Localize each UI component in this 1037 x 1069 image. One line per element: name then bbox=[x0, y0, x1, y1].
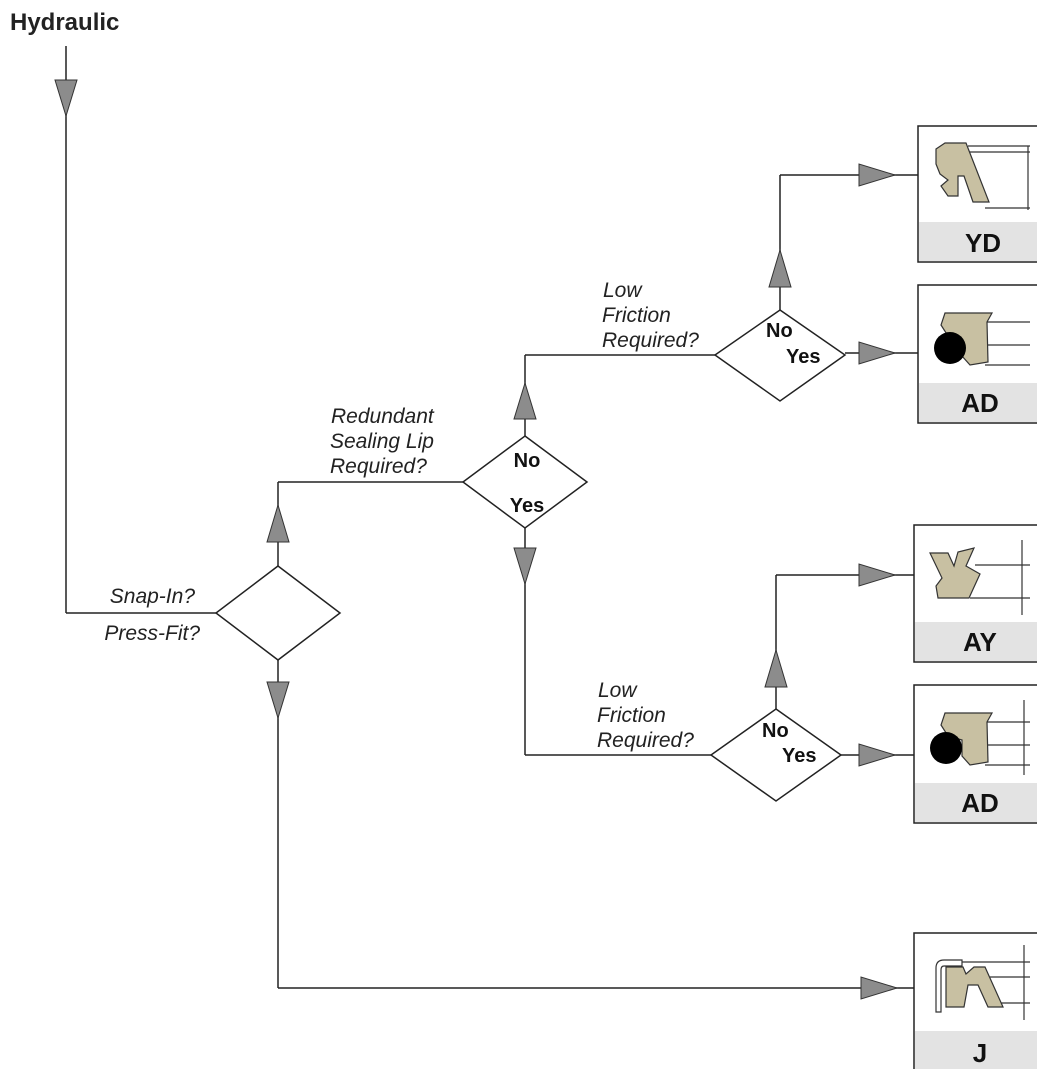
decision-redundant-lip: No Yes Redundant Sealing Lip Required? bbox=[330, 405, 589, 529]
arrow-right bbox=[858, 743, 897, 767]
answer-no: No bbox=[762, 720, 789, 742]
seal-case-icon bbox=[935, 959, 963, 1013]
arrow-right bbox=[860, 976, 899, 1000]
seal-profile-icon bbox=[945, 966, 1004, 1008]
answer-no: No bbox=[514, 450, 541, 472]
product-label: YD bbox=[965, 228, 1001, 258]
product-label: J bbox=[973, 1038, 987, 1068]
question-line: Friction bbox=[602, 304, 671, 327]
question-press-fit: Press-Fit? bbox=[104, 622, 200, 645]
arrow-up bbox=[266, 503, 290, 543]
question-line: Friction bbox=[597, 704, 666, 727]
product-ad-upper: AD bbox=[917, 284, 1037, 424]
seal-profile-icon bbox=[935, 142, 990, 203]
decision-friction-upper: No Yes Low Friction Required? bbox=[602, 279, 847, 402]
arrow-right bbox=[858, 341, 897, 365]
product-ad-lower: AD bbox=[913, 684, 1037, 824]
o-ring-icon bbox=[930, 732, 962, 764]
decision-diamond bbox=[713, 309, 847, 402]
product-label: AD bbox=[961, 388, 999, 418]
product-yd: YD bbox=[917, 125, 1037, 263]
decision-friction-lower: No Yes Low Friction Required? bbox=[597, 679, 843, 802]
question-line: Required? bbox=[602, 329, 699, 352]
decision-mount: Snap-In? Press-Fit? bbox=[104, 565, 342, 661]
answer-no: No bbox=[766, 320, 793, 342]
diagram-title: Hydraulic bbox=[10, 9, 119, 36]
arrow-down bbox=[54, 79, 78, 118]
question-line: Sealing Lip bbox=[330, 430, 434, 453]
decision-diamond bbox=[461, 435, 589, 529]
answer-yes: Yes bbox=[782, 745, 816, 767]
seal-profile-icon bbox=[929, 547, 981, 599]
product-label: AD bbox=[961, 788, 999, 818]
arrow-right bbox=[858, 163, 897, 187]
product-j: J bbox=[913, 932, 1037, 1069]
question-snap-in: Snap-In? bbox=[110, 585, 196, 608]
answer-yes: Yes bbox=[510, 495, 544, 517]
question-line: Low bbox=[603, 279, 643, 302]
seal-profile-icon bbox=[940, 312, 994, 366]
arrow-up bbox=[513, 381, 537, 420]
arrow-down bbox=[266, 681, 290, 720]
arrow-down bbox=[513, 547, 537, 586]
o-ring-icon bbox=[934, 332, 966, 364]
arrow-up bbox=[768, 248, 792, 288]
seal-profile-icon bbox=[940, 712, 994, 766]
question-line: Low bbox=[598, 679, 638, 702]
product-ay: AY bbox=[913, 524, 1037, 663]
decision-diamond bbox=[214, 565, 342, 661]
decision-diamond bbox=[709, 708, 843, 802]
question-line: Redundant bbox=[331, 405, 435, 428]
arrow-up bbox=[764, 648, 788, 688]
answer-yes: Yes bbox=[786, 346, 820, 368]
arrow-right bbox=[858, 563, 897, 587]
question-line: Required? bbox=[330, 455, 427, 478]
connector-lines bbox=[65, 46, 918, 989]
product-label: AY bbox=[963, 627, 997, 657]
arrowheads bbox=[54, 79, 899, 1000]
question-line: Required? bbox=[597, 729, 694, 752]
